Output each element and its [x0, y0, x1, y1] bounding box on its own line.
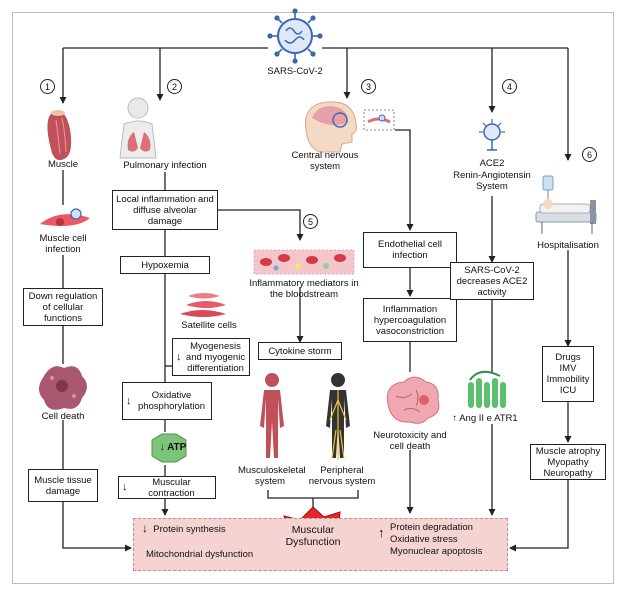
myonuclear-apoptosis-item: Myonuclear apoptosis [390, 546, 483, 557]
myogenesis-text: Myogenesis and myogenic differentiation [185, 340, 246, 374]
step-number-2: 2 [167, 79, 182, 94]
receptor-icon [468, 370, 506, 408]
immobility-line: Immobility [546, 374, 590, 385]
muscle-label: Muscle [47, 159, 79, 170]
down-arrow-icon: ↓ [176, 351, 182, 363]
myogenesis-box: ↓ Myogenesis and myogenic differentiatio… [172, 338, 250, 376]
protein-degradation-item: Protein degradation [390, 522, 473, 533]
ace2-virus-icon [479, 119, 505, 151]
blood-vessel-icon [253, 249, 355, 275]
muscle-cell-infection-label: Muscle cell infection [39, 233, 87, 255]
step-number-6: 6 [582, 147, 597, 162]
endothelial-box: Endothelial cell infection [363, 232, 457, 268]
to-mediators [218, 209, 304, 241]
cytokine-storm-box: Cytokine storm [258, 342, 342, 360]
satellite-cells-label: Satellite cells [181, 320, 237, 331]
dead-cell-icon [39, 366, 87, 410]
ang-label: ↑ Ang II e ATR1 [450, 413, 520, 424]
muscular-dysfunction-title: Muscular Dysfunction [278, 524, 348, 548]
protein-synthesis-text: Protein synthesis [153, 524, 226, 535]
step-number-5: 5 [303, 214, 318, 229]
muscle-icon [47, 110, 72, 161]
satellite-cells-icon [180, 293, 226, 317]
mediators-label: Inflammatory mediators in the bloodstrea… [249, 278, 359, 300]
lungs-icon [119, 97, 157, 159]
ace2-decrease-box: SARS-CoV-2 decreases ACE2 activity [450, 262, 534, 300]
protein-synthesis-item: ↓ Protein synthesis [142, 521, 226, 535]
pulmonary-infection-label: Pulmonary infection [123, 160, 207, 171]
hospital-bed-icon [535, 175, 597, 234]
oxidative-text: Oxidative phosphorylation [137, 390, 206, 412]
step-number-3: 3 [361, 79, 376, 94]
atp-label: ↓ ATP [158, 442, 188, 453]
icu-line: ICU [559, 385, 577, 396]
neurotoxicity-label: Neurotoxicity and cell death [373, 430, 447, 452]
inflammation-hypercoagulation-box: Inflammation hypercoagulation vasoconstr… [363, 298, 457, 342]
up-arrow-icon: ↑ [452, 413, 458, 424]
bracket [267, 490, 359, 499]
local-inflammation-box: Local inflammation and diffuse alveolar … [112, 190, 218, 230]
head-brain-icon [304, 101, 395, 153]
drugs-line: Drugs [555, 352, 581, 363]
down-arrow-icon: ↓ [142, 521, 148, 535]
c6-to-panel [509, 480, 569, 552]
cell-death-label: Cell death [41, 411, 85, 422]
virus-label: SARS-CoV-2 [267, 66, 323, 77]
peripheral-nervous-label: Peripheral nervous system [308, 465, 376, 487]
down-regulation-box: Down regulation of cellular functions [23, 288, 103, 326]
mitochondrial-item: Mitochondrial dysfunction [146, 549, 254, 560]
cns-label: Central nervous system [291, 150, 359, 172]
nervous-figure-icon [326, 373, 350, 460]
down-arrow-icon: ↓ [126, 395, 132, 407]
drugs-box: Drugs IMV Immobility ICU [542, 346, 594, 402]
hypoxemia-box: Hypoxemia [120, 256, 210, 274]
muscle-tissue-damage-box: Muscle tissue damage [28, 469, 98, 502]
brain-icon [386, 376, 440, 424]
step-number-1: 1 [40, 79, 55, 94]
down-arrow-icon: ↓ [122, 481, 128, 493]
contraction-text: Muscular contraction [148, 476, 195, 499]
atp-hexagon [151, 433, 187, 463]
neuropathy-line: Neuropathy [543, 467, 593, 479]
musculoskeletal-figure-icon [260, 373, 284, 458]
atp-text: ATP [167, 442, 187, 453]
ang-text: Ang II e ATR1 [459, 413, 518, 424]
up-arrow-icon: ↑ [378, 525, 385, 540]
ace2-label: ACE2 [479, 158, 505, 169]
hospitalisation-label: Hospitalisation [537, 240, 599, 251]
imv-line: IMV [559, 363, 577, 374]
oxidative-phosphorylation-box: ↓ Oxidative phosphorylation [122, 382, 212, 420]
ras-label: Renin-Angiotensin System [453, 170, 531, 192]
musculoskeletal-label: Musculoskeletal system [238, 465, 306, 487]
myopathy-line: Myopathy [547, 456, 589, 468]
virus-icon [267, 8, 323, 64]
muscle-cell-icon [40, 208, 90, 226]
atrophy-line: Muscle atrophy [535, 445, 601, 457]
c4-a [395, 129, 414, 231]
c1-to-panel [62, 502, 132, 552]
down-arrow-icon: ↓ [159, 442, 165, 453]
muscular-dysfunction-panel [133, 518, 508, 571]
step-number-4: 4 [502, 79, 517, 94]
title-line-1: Muscular [291, 524, 335, 536]
atrophy-box: Muscle atrophy Myopathy Neuropathy [530, 444, 606, 480]
muscular-contraction-box: ↓ Muscular contraction [118, 476, 216, 499]
title-line-2: Dysfunction [285, 536, 341, 548]
oxidative-stress-item: Oxidative stress [390, 534, 458, 545]
